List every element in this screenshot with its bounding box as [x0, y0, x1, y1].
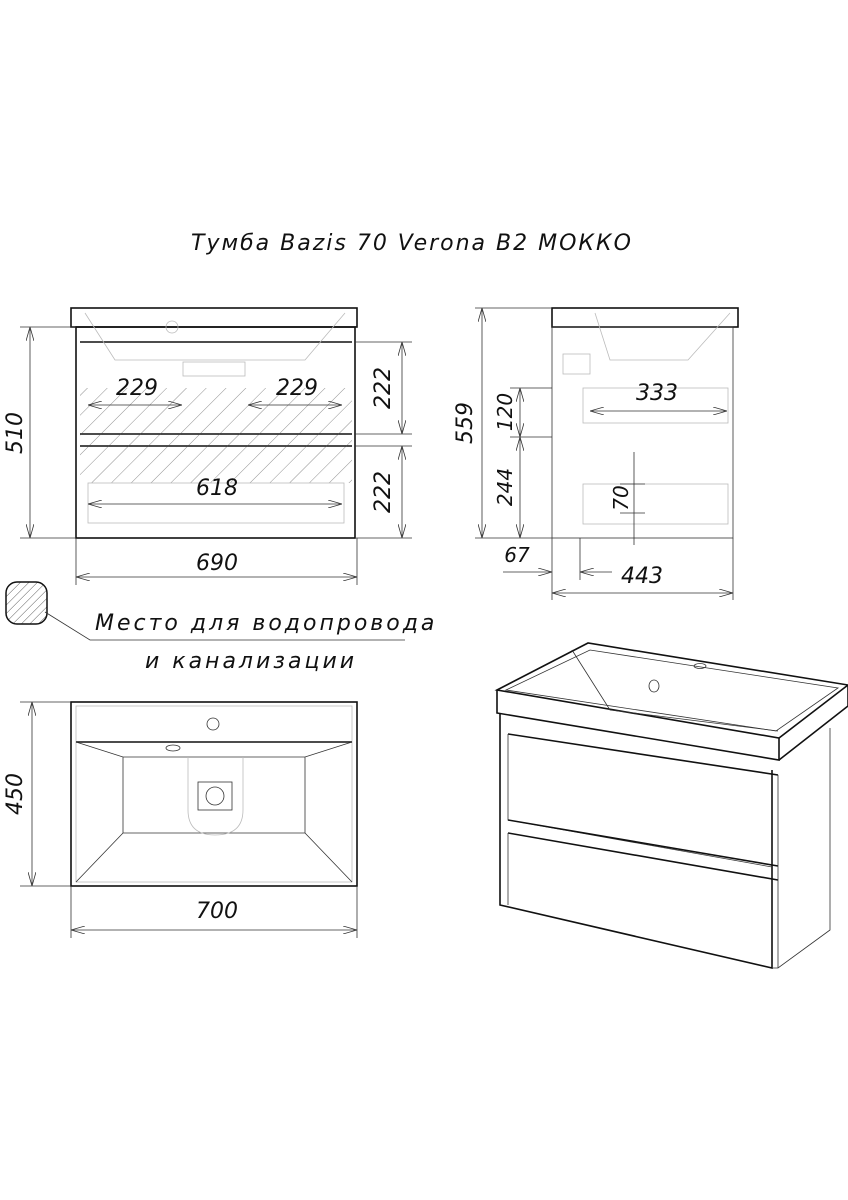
dim-67: 67: [504, 543, 530, 567]
hatched-plumbing-area: [80, 388, 352, 483]
dim-618: 618: [196, 476, 238, 501]
drawing-title: Тумба Bazis 70 Verona B2 МОККО: [191, 231, 633, 256]
front-view: 229 229 618 510 222 222 690: [3, 307, 412, 585]
dim-510: 510: [3, 412, 28, 454]
dim-700: 700: [196, 899, 238, 924]
dim-229-right: 229: [276, 376, 318, 401]
dim-690: 690: [196, 551, 238, 576]
side-view: 333 70 559 120 244 67 443: [453, 307, 739, 600]
dim-333: 333: [636, 381, 678, 406]
hatch-symbol-icon: [5, 581, 48, 625]
dim-120: 120: [493, 393, 517, 431]
dim-70: 70: [609, 485, 633, 510]
dim-450: 450: [3, 773, 28, 815]
dim-244: 244: [493, 468, 517, 506]
dim-559: 559: [453, 402, 478, 444]
dim-222-bottom: 222: [371, 471, 396, 513]
dim-229-left: 229: [116, 376, 158, 401]
isometric-view: [494, 642, 848, 970]
dim-222-top: 222: [371, 367, 396, 409]
legend-line-2: и канализации: [145, 649, 357, 674]
plumbing-legend: Место для водопровода и канализации: [5, 581, 437, 674]
top-view: 450 700: [3, 701, 358, 938]
dim-443: 443: [621, 564, 663, 589]
legend-line-1: Место для водопровода: [95, 611, 437, 636]
